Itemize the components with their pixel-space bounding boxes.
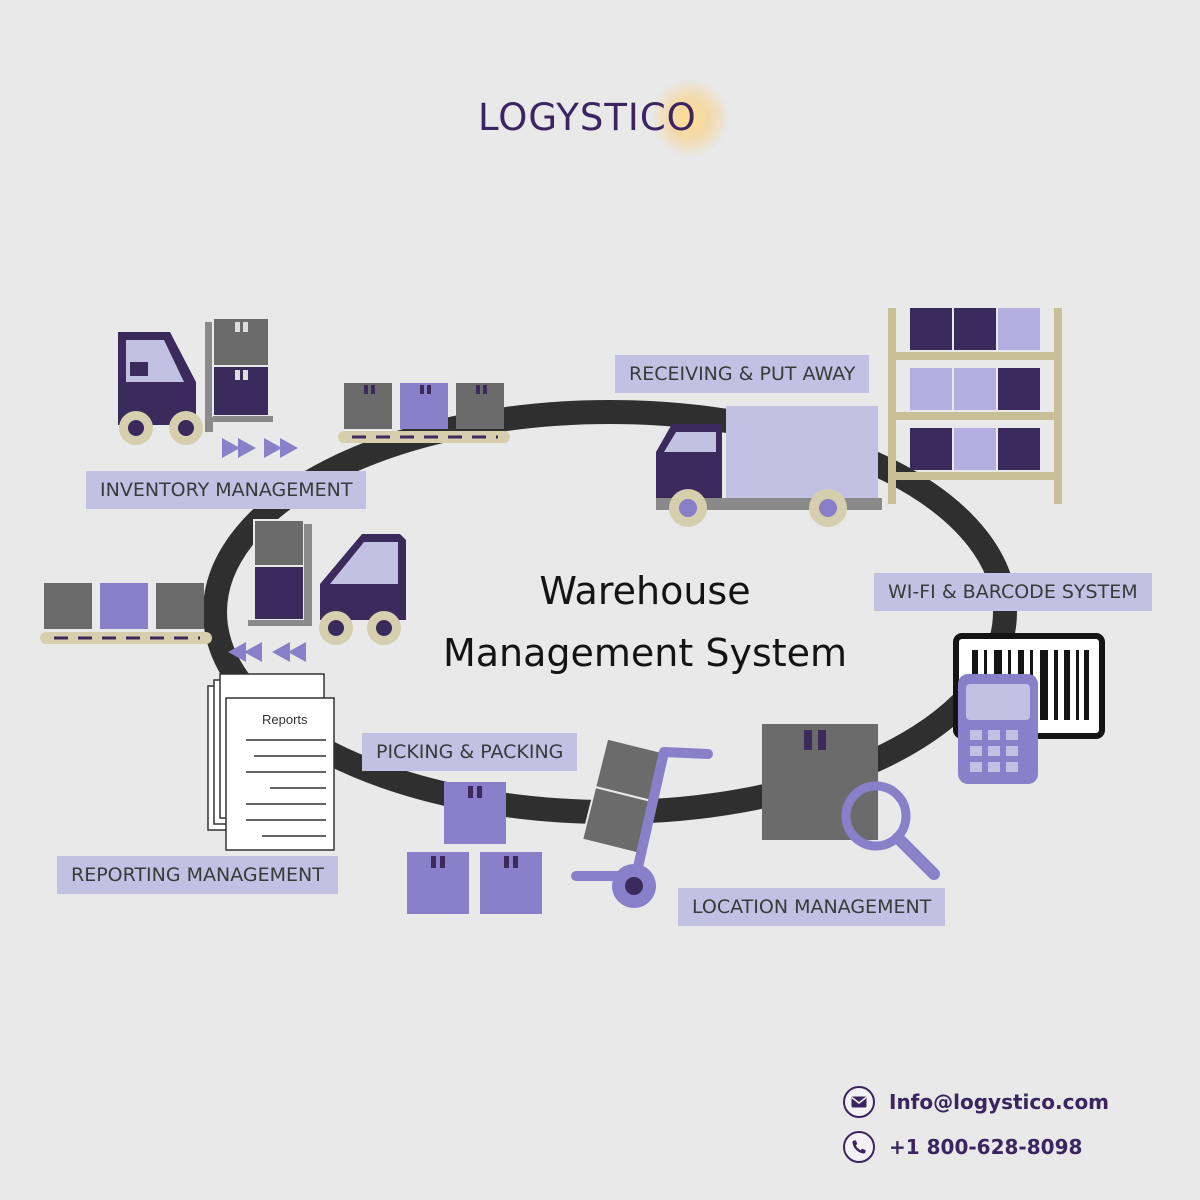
stage-label-picking: PICKING & PACKING <box>362 733 578 771</box>
phone-icon <box>843 1131 875 1163</box>
contact-phone-text[interactable]: +1 800-628-8098 <box>889 1135 1083 1159</box>
forklift-outbound-icon <box>228 519 406 662</box>
stage-label-inventory: INVENTORY MANAGEMENT <box>86 471 367 509</box>
reports-document-icon: Reports <box>207 673 335 851</box>
hand-truck-icon <box>571 737 713 908</box>
picking-boxes-icon <box>407 782 542 914</box>
conveyor-left-icon <box>40 583 212 644</box>
diagram-title: Warehouse Management System <box>395 560 895 684</box>
contact-email[interactable]: Info@logystico.com <box>843 1086 1109 1118</box>
diagram-title-line2: Management System <box>442 631 848 675</box>
stage-label-receiving: RECEIVING & PUT AWAY <box>615 355 870 393</box>
brand-logo: LOGYSTICO <box>478 96 697 139</box>
contact-phone[interactable]: +1 800-628-8098 <box>843 1131 1082 1163</box>
delivery-truck-icon <box>656 406 882 527</box>
diagram-title-line1: Warehouse <box>539 569 751 613</box>
brand-glow <box>650 78 730 158</box>
barcode-scanner-icon <box>953 633 1105 784</box>
stage-label-reporting: REPORTING MANAGEMENT <box>57 856 338 894</box>
location-box-magnifier-icon <box>762 724 940 880</box>
contact-email-text[interactable]: Info@logystico.com <box>889 1090 1110 1114</box>
stage-label-location: LOCATION MANAGEMENT <box>678 888 946 926</box>
reports-doc-title: Reports <box>262 712 308 727</box>
mail-icon <box>843 1086 875 1118</box>
storage-rack-icon <box>888 308 1062 504</box>
conveyor-top-icon <box>338 383 510 443</box>
stage-label-wifi-barcode: WI-FI & BARCODE SYSTEM <box>874 573 1152 611</box>
forklift-inventory-icon <box>118 317 298 458</box>
